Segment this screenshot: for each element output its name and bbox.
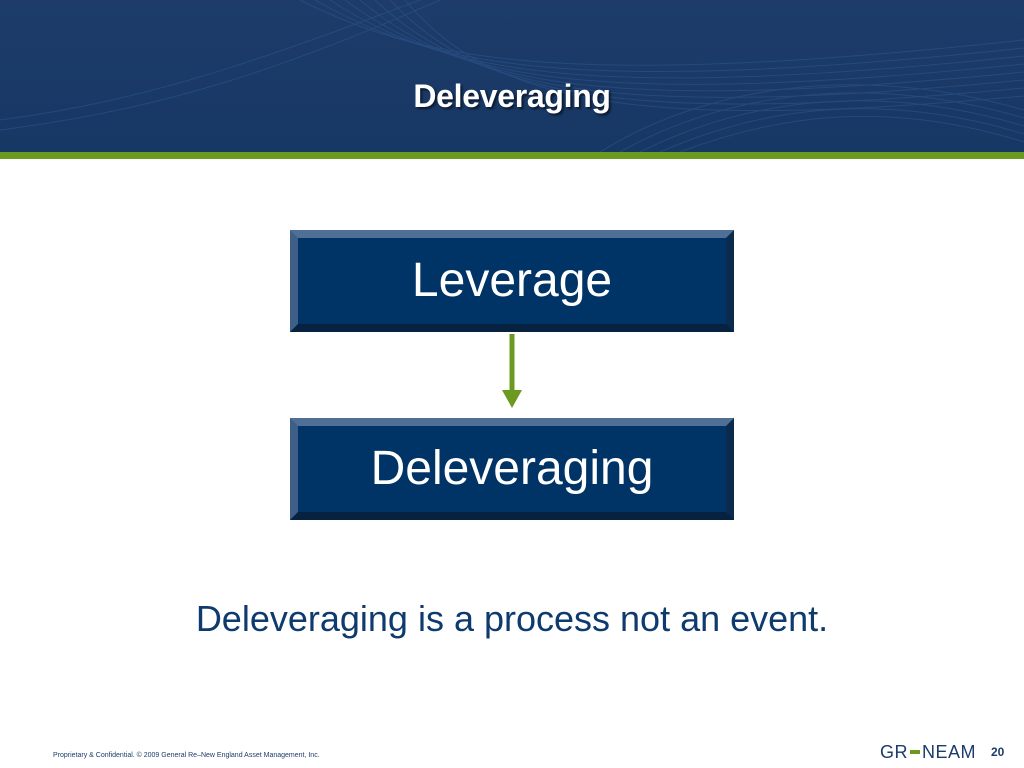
diagram-node-label: Deleveraging: [370, 442, 654, 495]
diagram-node-leverage: Leverage: [290, 230, 734, 332]
footer-copyright: Proprietary & Confidential. © 2009 Gener…: [53, 752, 320, 759]
logo-text-left: GR: [880, 741, 908, 762]
page-number: 20: [991, 745, 1005, 759]
slide-tagline: Deleveraging is a process not an event.: [195, 598, 829, 639]
slide-title: Deleveraging: [413, 78, 611, 114]
down-arrow-icon: [502, 334, 522, 408]
diagram-node-label: Leverage: [411, 254, 613, 307]
slide-header: Deleveraging: [0, 0, 1024, 152]
logo-dash-icon: [910, 750, 920, 754]
logo-text-right: NEAM: [922, 741, 977, 762]
diagram-node-deleveraging: Deleveraging: [290, 418, 734, 520]
company-logo: GR NEAM: [880, 741, 976, 763]
header-green-rule: [0, 152, 1024, 159]
header-wave-decoration: [0, 0, 1024, 152]
